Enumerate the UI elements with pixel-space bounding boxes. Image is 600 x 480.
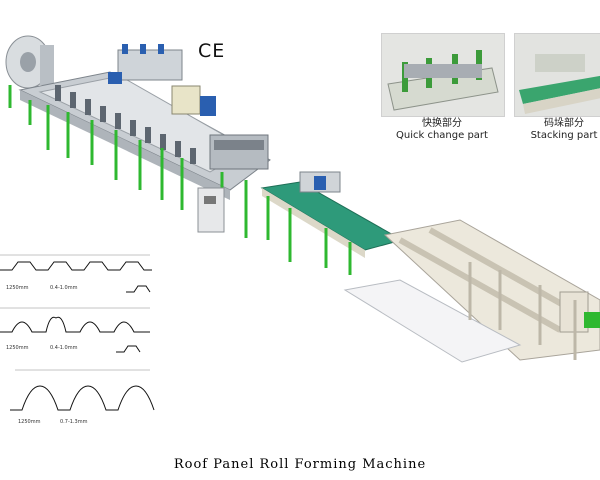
inset-label-en: Quick change part xyxy=(396,130,488,141)
roll-forming-line xyxy=(18,44,271,238)
profile-1 xyxy=(0,254,152,293)
profile-2-width: 1250mm xyxy=(6,345,29,351)
inset-caption-stacking: 码垛部分 Stacking part xyxy=(514,118,600,142)
profile-drawings xyxy=(0,254,155,411)
inset-caption-quick-change: 快换部分 Quick change part xyxy=(381,118,503,142)
stacking-image xyxy=(515,34,600,116)
profile-2 xyxy=(0,307,150,353)
profile-3-thickness: 0.7-1.3mm xyxy=(60,419,88,425)
profile-1-thickness: 0.4-1.0mm xyxy=(50,285,78,291)
inset-quick-change-photo xyxy=(381,33,505,117)
inset-label-cn: 码垛部分 xyxy=(544,118,584,129)
decoiler xyxy=(5,35,54,112)
profile-3-width: 1250mm xyxy=(18,419,41,425)
stacking-unit xyxy=(343,219,600,363)
quick-change-image xyxy=(382,34,504,116)
inset-label-en: Stacking part xyxy=(530,130,598,141)
profile-1-width: 1250mm xyxy=(6,285,29,291)
ce-mark: CE xyxy=(198,40,226,62)
profile-3 xyxy=(10,369,155,411)
inset-label-cn: 快换部分 xyxy=(422,118,462,129)
caption-title: Roof Panel Roll Forming Machine xyxy=(173,457,427,472)
profile-2-thickness: 0.4-1.0mm xyxy=(50,345,78,351)
inset-stacking-photo xyxy=(514,33,600,117)
